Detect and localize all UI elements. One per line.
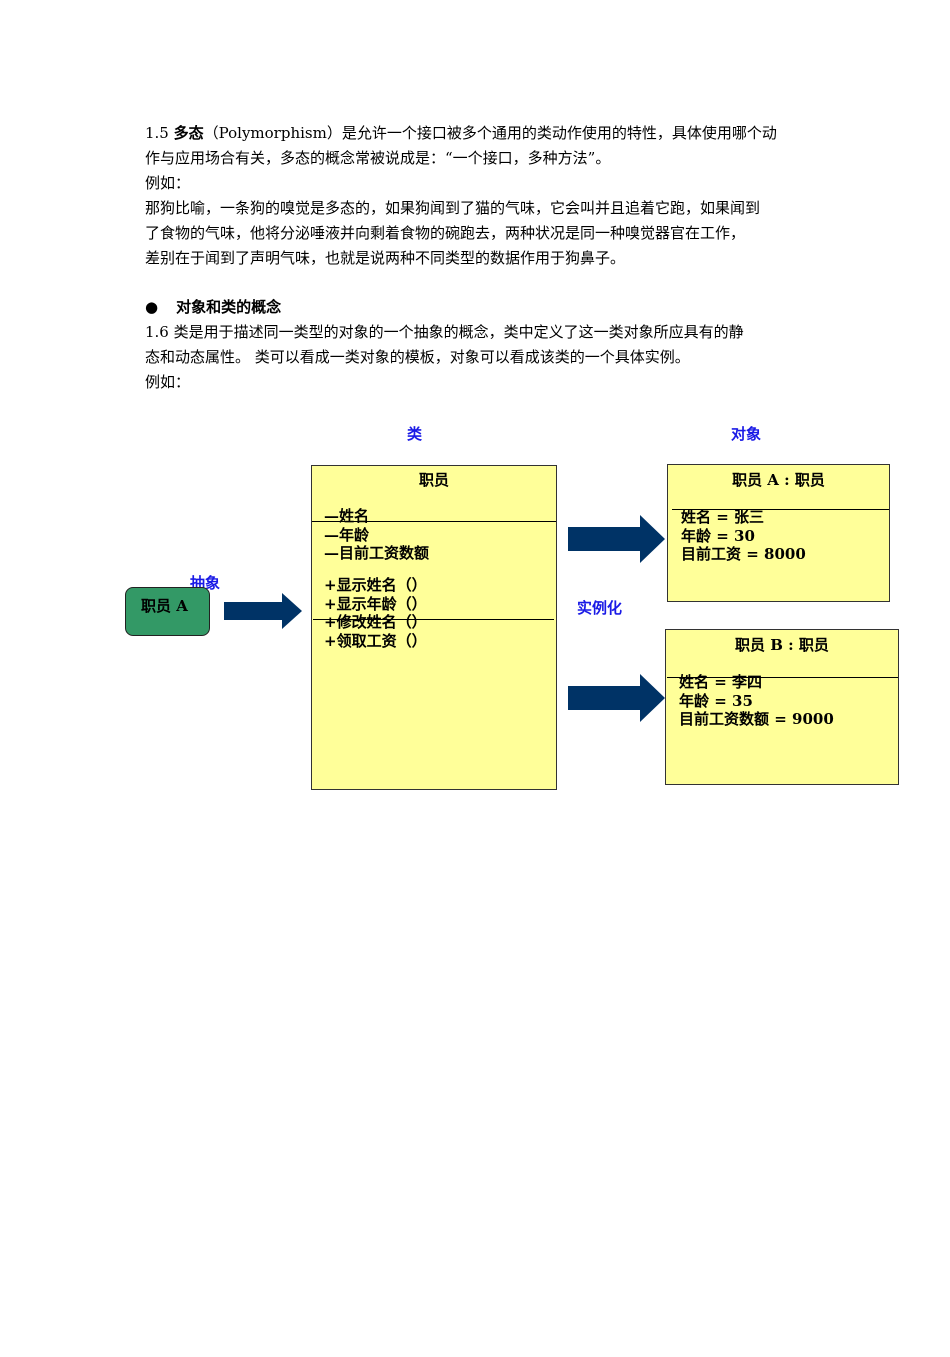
object-b-fields: 姓名 = 李四 年龄 = 35 目前工资数额 = 9000 bbox=[679, 673, 834, 729]
divider bbox=[667, 677, 898, 678]
divider bbox=[672, 509, 889, 510]
arrow-icon bbox=[224, 593, 302, 629]
entity-box bbox=[125, 587, 210, 636]
para-line: 例如： bbox=[145, 174, 191, 192]
label-object: 对象 bbox=[731, 425, 762, 443]
heading-text: 对象和类的概念 bbox=[176, 298, 282, 316]
method: +领取工资（） bbox=[324, 631, 427, 650]
para-line: 1.6 类是用于描述同一类型的对象的一个抽象的概念，类中定义了这一类对象所应具有… bbox=[145, 323, 744, 341]
field: 姓名 = 张三 bbox=[681, 508, 765, 526]
method: +修改姓名（） bbox=[324, 613, 427, 631]
para-line: 态和动态属性。 类可以看成一类对象的模板，对象可以看成该类的一个具体实例。 bbox=[145, 348, 690, 366]
label-class: 类 bbox=[407, 425, 423, 443]
para-line: 了食物的气味，他将分泌唾液并向剩着食物的碗跑去，两种状况是同一种嗅觉器官在工作， bbox=[145, 224, 746, 242]
divider bbox=[312, 521, 556, 522]
field: 姓名 = 李四 bbox=[679, 673, 763, 691]
entity-label: 职员 A bbox=[141, 597, 188, 615]
class-methods: +显示姓名（） +显示年龄（） +修改姓名（） +领取工资（） bbox=[324, 576, 427, 650]
attribute: —年龄 bbox=[324, 525, 370, 544]
para-line: 例如： bbox=[145, 373, 191, 391]
para-line: 作与应用场合有关，多态的概念常被说成是：“一个接口，多种方法”。 bbox=[145, 149, 611, 167]
label-instantiate: 实例化 bbox=[577, 599, 623, 617]
arrow-icon bbox=[568, 515, 665, 563]
term: 多态 bbox=[173, 124, 204, 142]
method: +显示姓名（） bbox=[324, 576, 427, 594]
bullet-icon: ● bbox=[145, 298, 159, 316]
text: （Polymorphism）是允许一个接口被多个通用的类动作使用的特性，具体使用… bbox=[203, 124, 777, 142]
para-line: 1.5 多态（Polymorphism）是允许一个接口被多个通用的类动作使用的特… bbox=[145, 121, 777, 146]
method: +显示年龄（） bbox=[324, 594, 427, 613]
section-heading: ● 对象和类的概念 bbox=[145, 295, 281, 320]
object-b-title: 职员 B : 职员 bbox=[735, 636, 829, 654]
divider bbox=[313, 619, 554, 620]
object-b-box bbox=[665, 629, 899, 785]
para-line: 差别在于闻到了声明气味，也就是说两种不同类型的数据作用于狗鼻子。 bbox=[145, 249, 626, 267]
class-box bbox=[311, 465, 557, 790]
class-attributes: —姓名 —年龄 —目前工资数额 bbox=[324, 507, 429, 563]
field: 目前工资数额 = 9000 bbox=[679, 710, 834, 728]
class-title: 职员 bbox=[418, 471, 449, 489]
field: 年龄 = 35 bbox=[679, 691, 753, 710]
field: 目前工资 = 8000 bbox=[681, 545, 806, 563]
attribute: —姓名 bbox=[324, 507, 370, 525]
para-line: 那狗比喻，一条狗的嗅觉是多态的，如果狗闻到了猫的气味，它会叫并且追着它跑，如果闻… bbox=[145, 199, 761, 217]
attribute: —目前工资数额 bbox=[324, 544, 430, 562]
arrow-icon bbox=[568, 674, 665, 722]
object-a-box bbox=[667, 464, 890, 602]
section-number: 1.5 bbox=[145, 124, 174, 142]
object-a-fields: 姓名 = 张三 年龄 = 30 目前工资 = 8000 bbox=[681, 508, 806, 564]
field: 年龄 = 30 bbox=[681, 526, 755, 545]
object-a-title: 职员 A : 职员 bbox=[732, 471, 825, 489]
